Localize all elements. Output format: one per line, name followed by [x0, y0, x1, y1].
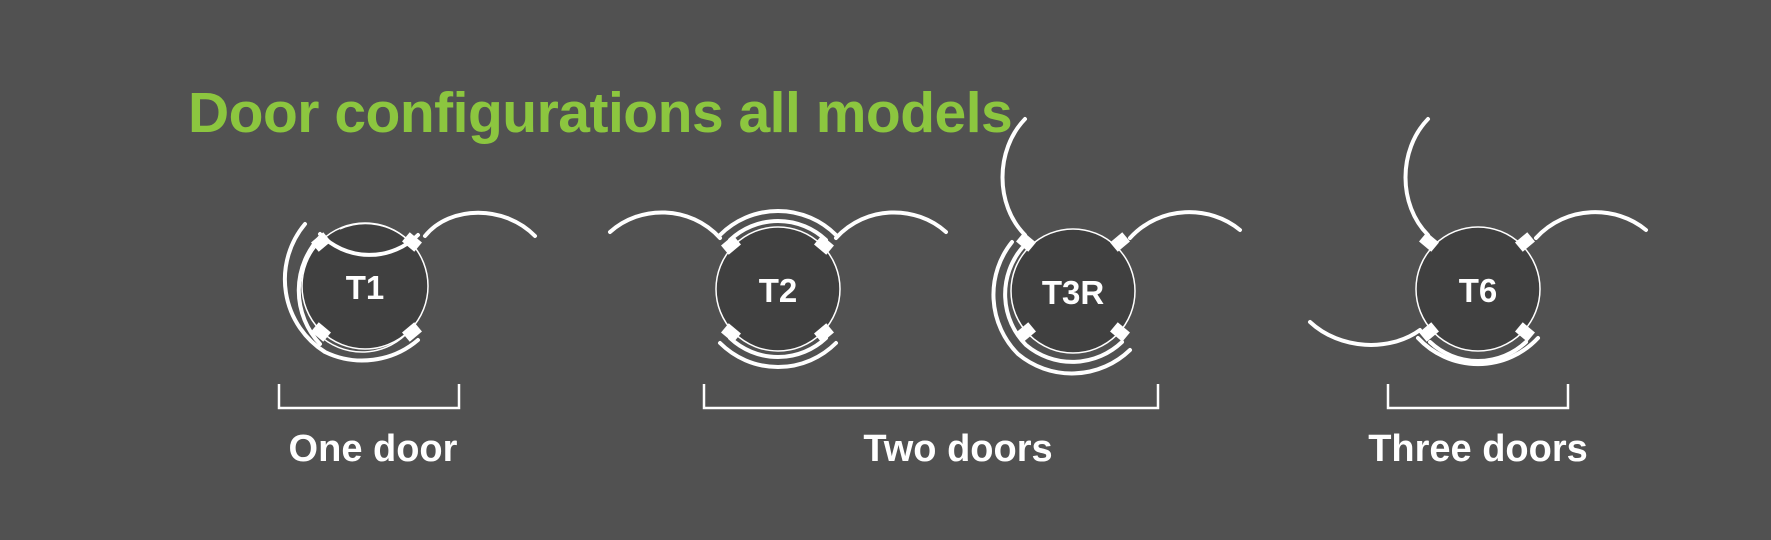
group-bracket-three-doors — [1386, 384, 1570, 410]
model-label-t2: T2 — [759, 272, 798, 309]
unit-t1: T1 — [282, 210, 537, 363]
hinge — [1419, 232, 1439, 252]
hinge — [1419, 322, 1439, 342]
model-label-t3r: T3R — [1042, 274, 1105, 311]
page-title: Door configurations all models — [188, 81, 1013, 145]
door-leaf-arc — [423, 210, 537, 238]
curved-glass-panel — [1003, 246, 1124, 364]
door-leaf-arc — [1000, 117, 1027, 237]
hinge — [1016, 232, 1036, 252]
inner-track — [317, 222, 411, 353]
curved-glass-panel — [718, 341, 838, 370]
curved-glass-panel — [1416, 336, 1540, 367]
door-hinges — [1419, 232, 1535, 342]
curved-glass-panel — [728, 218, 828, 242]
door-leaf-arc — [1403, 117, 1430, 237]
model-label-t6: T6 — [1459, 272, 1498, 309]
unit-t3r: T3R — [991, 117, 1242, 376]
group-label-two-doors: Two doors — [863, 428, 1052, 470]
unit-t2: T2 — [608, 208, 948, 370]
unit-core — [1010, 228, 1136, 354]
group-label-three-doors: Three doors — [1368, 428, 1588, 470]
hinge — [1016, 322, 1036, 342]
door-hinges — [311, 232, 422, 342]
hinge — [1110, 322, 1130, 342]
door-hinges — [1016, 232, 1130, 342]
hinge — [311, 232, 331, 252]
hinge — [402, 322, 422, 342]
unit-t6: T6 — [1308, 117, 1648, 367]
group-bracket-two-doors — [702, 384, 1160, 410]
group-label-one-door: One door — [289, 428, 458, 470]
hinge — [721, 235, 741, 255]
door-leaf-arc — [1534, 210, 1648, 240]
hinge — [402, 232, 422, 252]
unit-core — [715, 226, 841, 352]
curved-glass-panel — [282, 222, 420, 363]
hinge — [1110, 232, 1130, 252]
hinge — [814, 323, 834, 343]
door-leaf-arc — [1128, 210, 1242, 240]
unit-core — [1415, 226, 1541, 352]
hinge — [814, 235, 834, 255]
hinge — [1515, 322, 1535, 342]
hinge — [721, 323, 741, 343]
curved-glass-panel — [296, 234, 323, 346]
door-hinges — [721, 235, 834, 343]
curved-glass-panel — [718, 208, 838, 237]
hinge — [1515, 232, 1535, 252]
curved-glass-panel — [1428, 340, 1528, 364]
door-leaf-arc — [1308, 320, 1422, 347]
door-leaf-arc — [608, 210, 722, 240]
curved-glass-panel — [991, 240, 1132, 376]
curved-glass-panel — [728, 336, 828, 360]
model-label-t1: T1 — [346, 269, 385, 306]
door-leaf-arc — [834, 210, 948, 240]
group-bracket-one-door — [277, 384, 461, 410]
hinge — [311, 322, 331, 342]
